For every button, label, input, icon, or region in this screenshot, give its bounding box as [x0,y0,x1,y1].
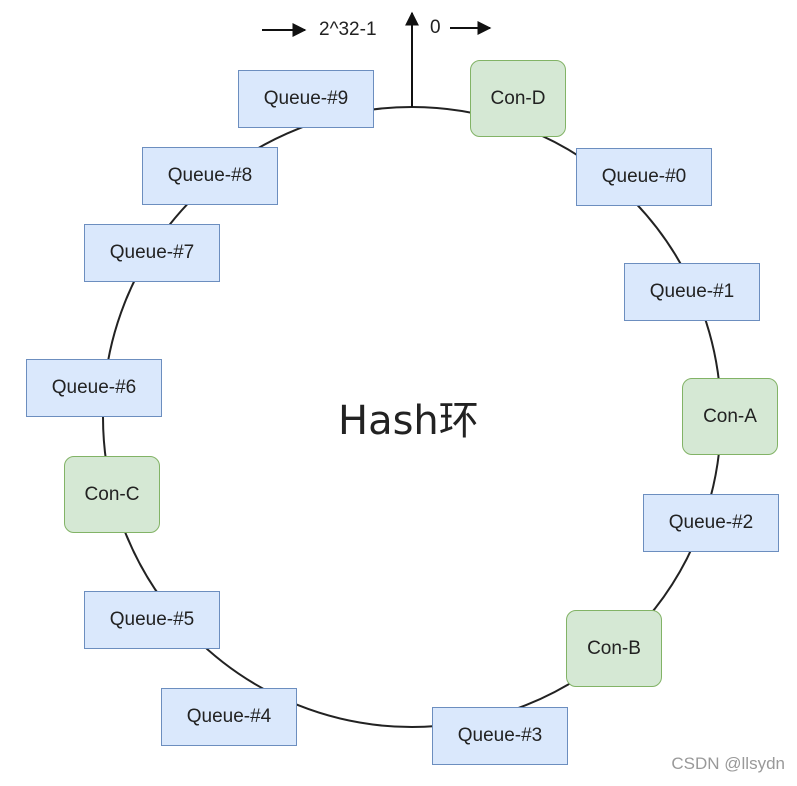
range-max-label: 2^32-1 [319,19,377,40]
queue-node: Queue-#5 [84,591,220,649]
queue-node: Queue-#9 [238,70,374,128]
consumer-node: Con-A [682,378,778,455]
queue-node: Queue-#7 [84,224,220,282]
watermark: CSDN @llsydn [671,754,785,773]
queue-node: Queue-#4 [161,688,297,746]
queue-node: Queue-#3 [432,707,568,765]
consumer-node: Con-C [64,456,160,533]
queue-node: Queue-#2 [643,494,779,552]
queue-node: Queue-#0 [576,148,712,206]
range-zero-label: 0 [430,17,441,38]
queue-node: Queue-#8 [142,147,278,205]
queue-node: Queue-#6 [26,359,162,417]
consumer-node: Con-B [566,610,662,687]
consumer-node: Con-D [470,60,566,137]
queue-node: Queue-#1 [624,263,760,321]
ring-title: Hash环 [338,398,479,444]
